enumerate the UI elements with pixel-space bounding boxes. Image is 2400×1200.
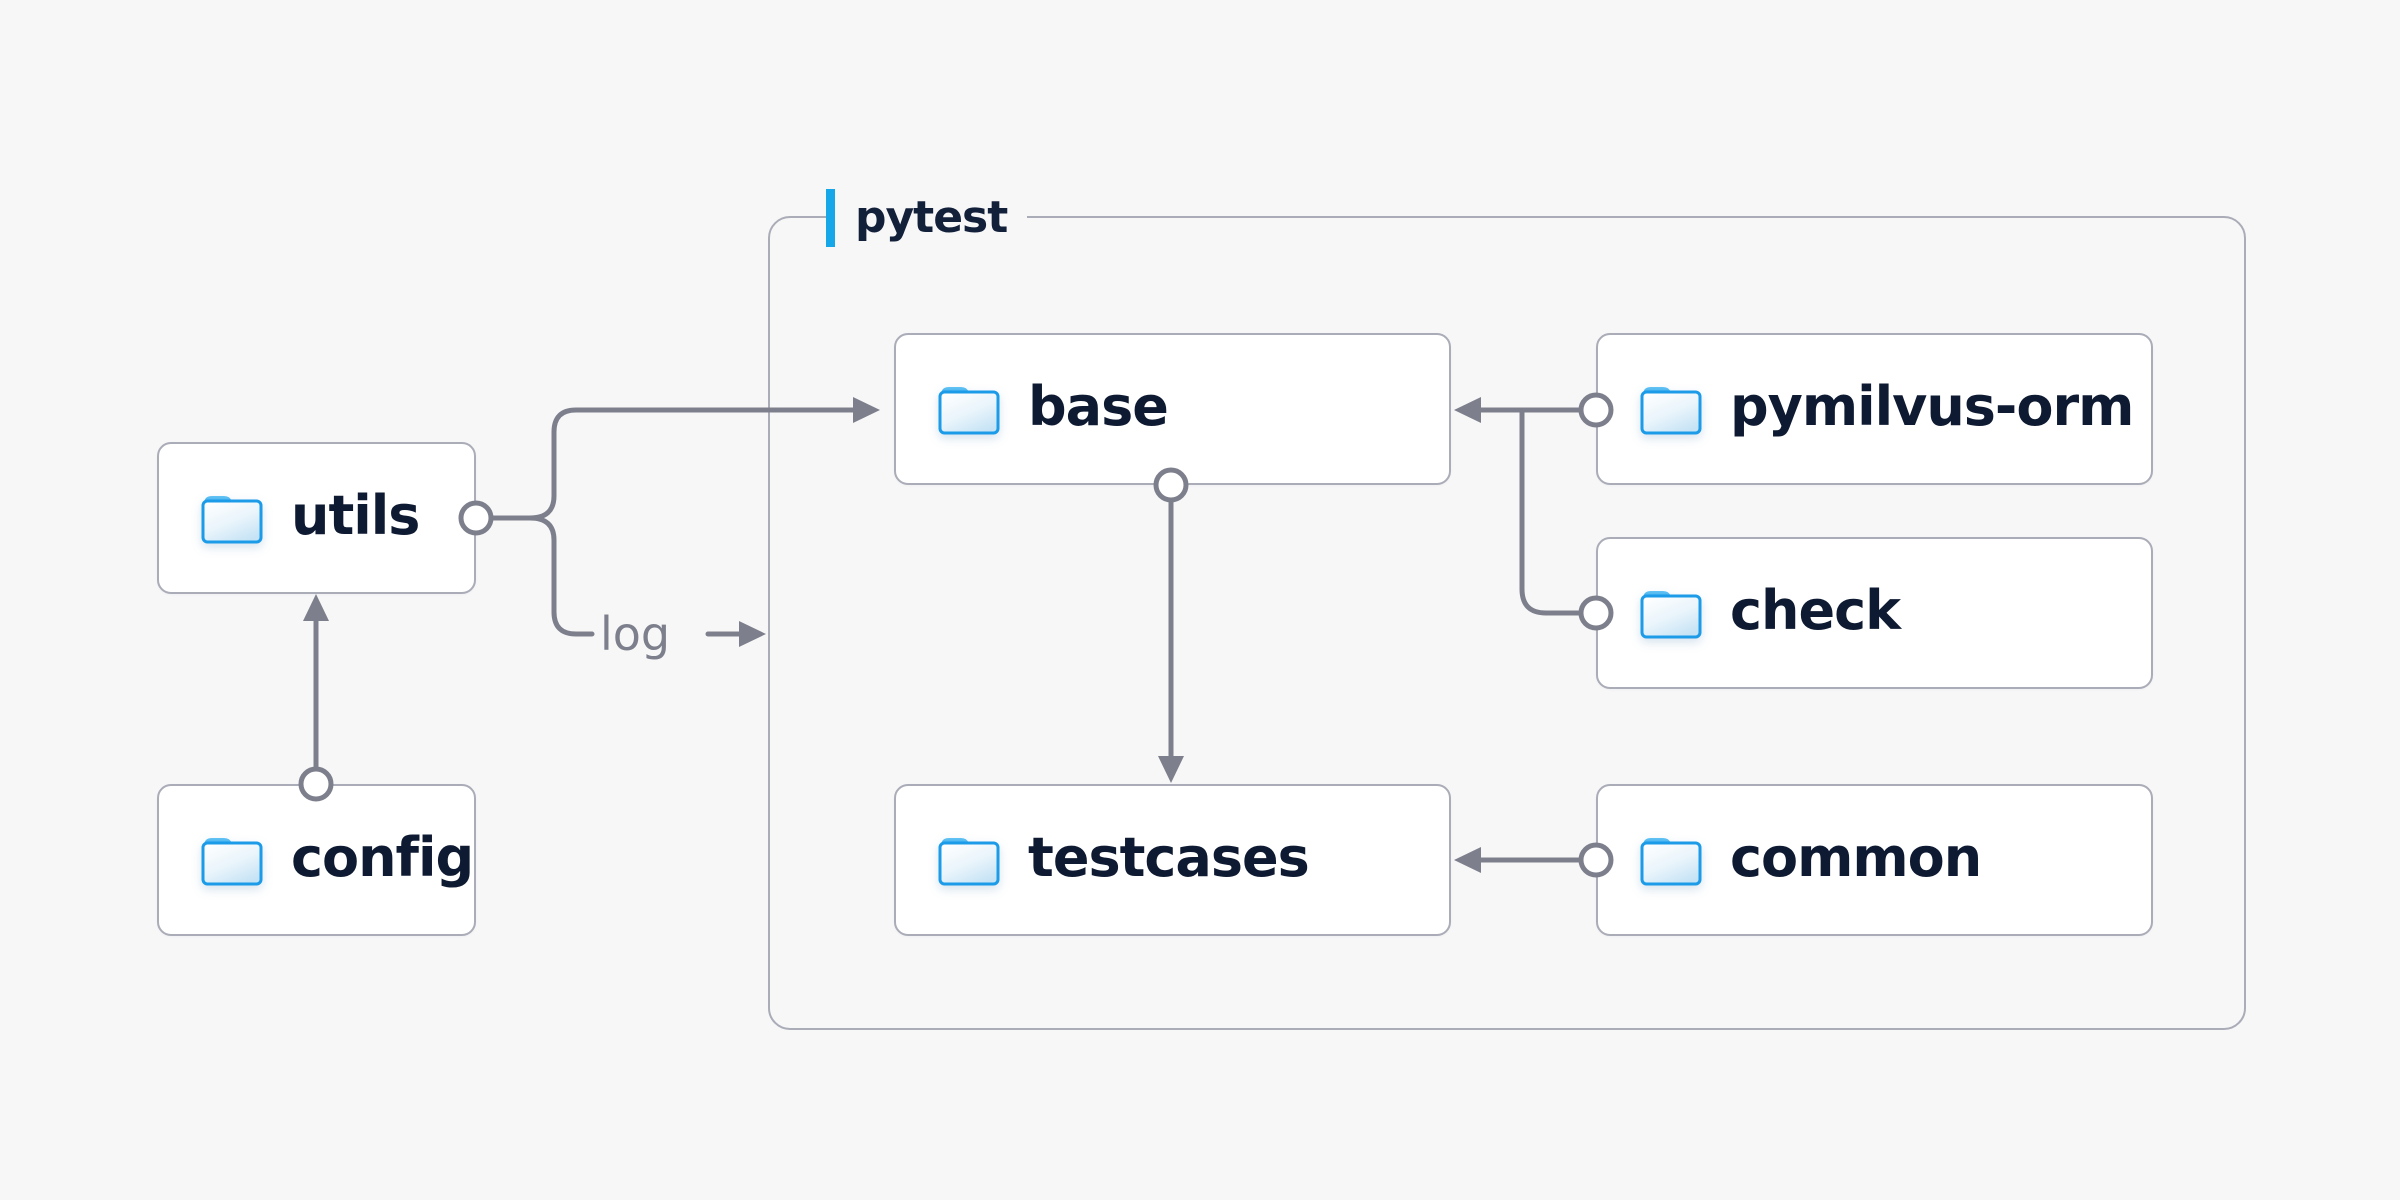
node-check[interactable]: check <box>1596 537 2153 689</box>
node-label: pymilvus-orm <box>1730 375 2134 438</box>
node-config[interactable]: config <box>157 784 476 936</box>
node-pymilvus-orm[interactable]: pymilvus-orm <box>1596 333 2153 485</box>
folder-icon <box>201 838 263 886</box>
arrowhead-right-log <box>739 621 766 647</box>
node-label: utils <box>291 484 420 547</box>
node-common[interactable]: common <box>1596 784 2153 936</box>
node-label: check <box>1730 579 1901 642</box>
pytest-group-label: pytest <box>826 188 1028 248</box>
folder-icon <box>201 496 263 544</box>
folder-icon <box>938 838 1000 886</box>
node-label: base <box>1028 375 1169 438</box>
folder-icon <box>1640 387 1702 435</box>
node-utils[interactable]: utils <box>157 442 476 594</box>
folder-icon <box>938 387 1000 435</box>
node-testcases[interactable]: testcases <box>894 784 1451 936</box>
folder-icon <box>1640 838 1702 886</box>
node-label: testcases <box>1028 826 1310 889</box>
pytest-group-box: pytest <box>768 188 2246 1030</box>
edge-label-log: log <box>600 607 671 661</box>
accent-bar <box>826 189 835 247</box>
node-base[interactable]: base <box>894 333 1451 485</box>
arrowhead-up-into-utils <box>303 594 329 621</box>
node-label: config <box>291 826 474 889</box>
node-label: common <box>1730 826 1982 889</box>
folder-icon <box>1640 591 1702 639</box>
edge-utils-to-log <box>489 515 595 637</box>
pytest-group-label-text: pytest <box>855 192 1008 243</box>
